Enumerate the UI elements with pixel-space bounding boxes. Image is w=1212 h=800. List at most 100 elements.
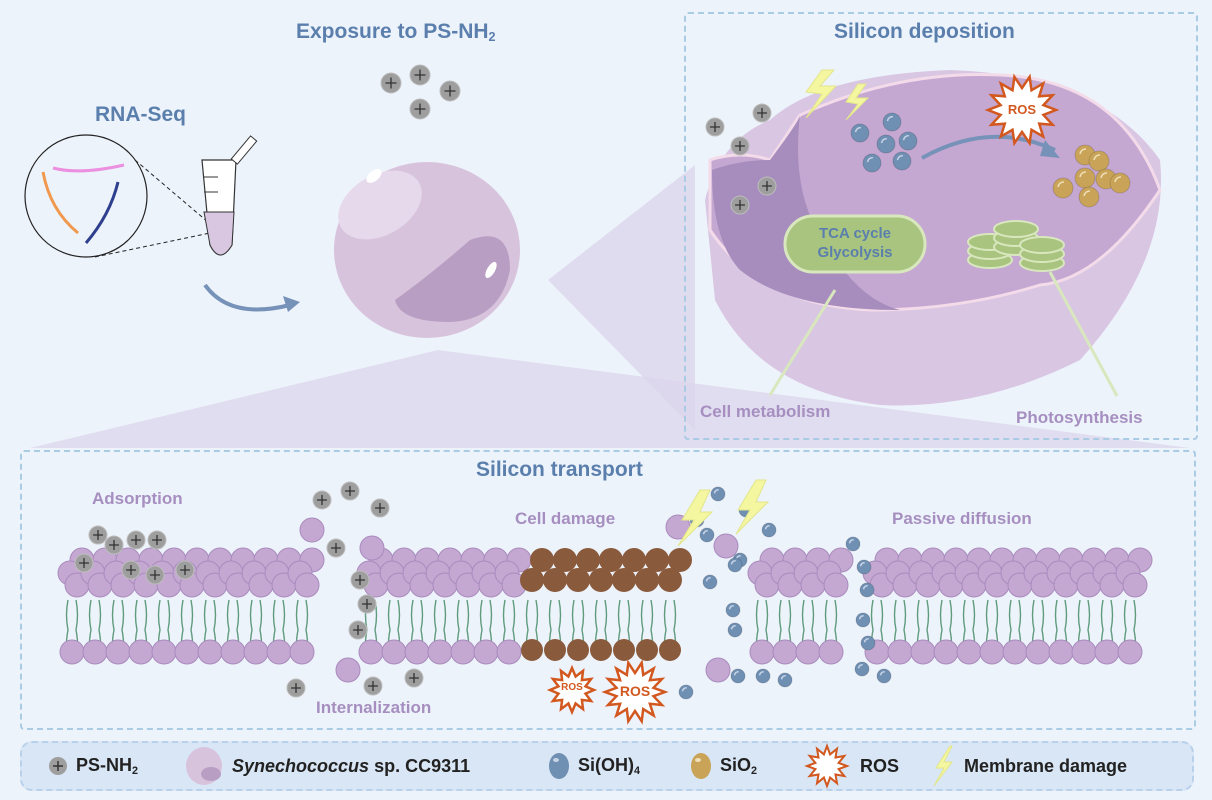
ps-nh2-particle bbox=[121, 560, 141, 580]
ros-small-text: ROS bbox=[561, 682, 583, 693]
lipid-head bbox=[151, 639, 177, 665]
tube-liquid bbox=[203, 211, 235, 256]
ps-nh2-particle bbox=[74, 553, 94, 573]
damaged-lipid bbox=[566, 568, 590, 592]
lipid-head bbox=[749, 639, 775, 665]
metabolism-pointer bbox=[768, 289, 837, 396]
lipid-head bbox=[1025, 639, 1051, 665]
ps-nh2-particle bbox=[730, 195, 750, 215]
internalization-label: Internalization bbox=[316, 698, 432, 717]
damaged-lipid bbox=[589, 568, 613, 592]
lipid-head bbox=[1002, 639, 1028, 665]
magnifier-circle bbox=[24, 134, 148, 258]
silicic-acid-particle bbox=[860, 635, 876, 651]
ps-nh2-particle bbox=[145, 565, 165, 585]
silicic-acid-particle bbox=[727, 557, 743, 573]
ps-nh2-particle bbox=[88, 525, 108, 545]
lipid-head bbox=[887, 639, 913, 665]
silicic-acid-particle bbox=[710, 486, 726, 502]
damaged-lipid bbox=[635, 568, 659, 592]
cell-inner-region bbox=[395, 236, 510, 322]
silicic-acid-particle bbox=[854, 661, 870, 677]
lipid-head bbox=[299, 517, 325, 543]
lipid-head bbox=[1048, 639, 1074, 665]
ps-nh2-particle bbox=[350, 570, 370, 590]
silicic-acid-particle bbox=[761, 522, 777, 538]
lipid-head bbox=[705, 657, 731, 683]
silicic-acid-particle bbox=[862, 153, 882, 173]
legend-item-si-oh4: Si(OH)4 bbox=[548, 743, 640, 789]
lipid-head bbox=[358, 639, 384, 665]
damaged-lipid bbox=[520, 568, 544, 592]
tca-label: TCA cycle Glycolysis bbox=[785, 224, 925, 262]
lipid-head bbox=[381, 639, 407, 665]
silicic-acid-particle bbox=[699, 527, 715, 543]
rna-strand-blue bbox=[84, 181, 120, 244]
silicic-acid-particle bbox=[882, 112, 902, 132]
lipid-head bbox=[174, 639, 200, 665]
cell-metabolism-label: Cell metabolism bbox=[700, 402, 831, 421]
damaged-lipid bbox=[645, 548, 669, 572]
silicon-deposition-panel bbox=[684, 12, 1198, 440]
damaged-lipid bbox=[543, 568, 567, 592]
tca-cycle-text: TCA cycle bbox=[819, 225, 891, 242]
lipid-head bbox=[359, 535, 385, 561]
silicic-acid-particle bbox=[730, 668, 746, 684]
ros-burst bbox=[984, 73, 1060, 147]
damaged-lipid bbox=[613, 639, 635, 661]
ps-nh2-particle bbox=[312, 490, 332, 510]
legend-item-ps-nh2: PS-NH2 bbox=[48, 743, 138, 789]
glycolysis-text: Glycolysis bbox=[817, 244, 893, 261]
tca-glycolysis-box bbox=[783, 214, 927, 274]
silicic-acid-particle bbox=[856, 559, 872, 575]
cytoplasm-shadow bbox=[712, 115, 900, 310]
synechococcus-cell-icon bbox=[186, 747, 222, 785]
lipid-head bbox=[772, 639, 798, 665]
ps-nh2-particle bbox=[409, 98, 431, 120]
lipid-head bbox=[979, 639, 1005, 665]
ros-burst-icon bbox=[804, 743, 850, 789]
ps-nh2-particle bbox=[326, 538, 346, 558]
ros-text: ROS bbox=[1007, 102, 1037, 117]
ps-nh2-particle bbox=[286, 678, 306, 698]
lipid-head bbox=[1094, 639, 1120, 665]
lipid-head bbox=[243, 639, 269, 665]
silicic-acid-particle bbox=[850, 123, 870, 143]
legend-item-ros: ROS bbox=[802, 743, 899, 789]
lightning-bolt bbox=[845, 83, 870, 121]
silica-icon bbox=[691, 753, 711, 779]
lipid-head bbox=[818, 639, 844, 665]
lipid-head bbox=[289, 639, 315, 665]
tube-cap bbox=[230, 135, 258, 165]
lipid-head bbox=[427, 639, 453, 665]
lipid-head bbox=[197, 639, 223, 665]
damaged-lipid bbox=[590, 639, 612, 661]
ps-nh2-particle bbox=[705, 117, 725, 137]
legend-item-synechococcus: Synechococcus sp. CC9311 bbox=[184, 743, 470, 789]
lipid-head bbox=[404, 639, 430, 665]
cell-damage-label: Cell damage bbox=[515, 509, 616, 528]
ps-nh2-particle-icon bbox=[49, 757, 67, 775]
silica-particle bbox=[1052, 177, 1074, 199]
silicic-acid-particle bbox=[702, 574, 718, 590]
conversion-arrow bbox=[921, 134, 1056, 160]
ps-nh2-particle bbox=[175, 560, 195, 580]
exposure-title: Exposure to PS-NH2 bbox=[296, 20, 496, 44]
passive-diffusion-label: Passive diffusion bbox=[892, 509, 1032, 528]
ros-burst bbox=[546, 664, 598, 716]
damaged-lipid bbox=[530, 548, 554, 572]
legend: PS-NH2 Synechococcus sp. CC9311 Si(OH)4 … bbox=[20, 741, 1194, 791]
lipid-head bbox=[713, 533, 739, 559]
lipid-head bbox=[1071, 639, 1097, 665]
lipid-head bbox=[294, 572, 320, 598]
lipid-head bbox=[496, 639, 522, 665]
lipid-head bbox=[933, 639, 959, 665]
silicic-acid-particle bbox=[859, 582, 875, 598]
damaged-lipid bbox=[599, 548, 623, 572]
silica-particle bbox=[1109, 172, 1131, 194]
silicic-acid-particle bbox=[845, 536, 861, 552]
